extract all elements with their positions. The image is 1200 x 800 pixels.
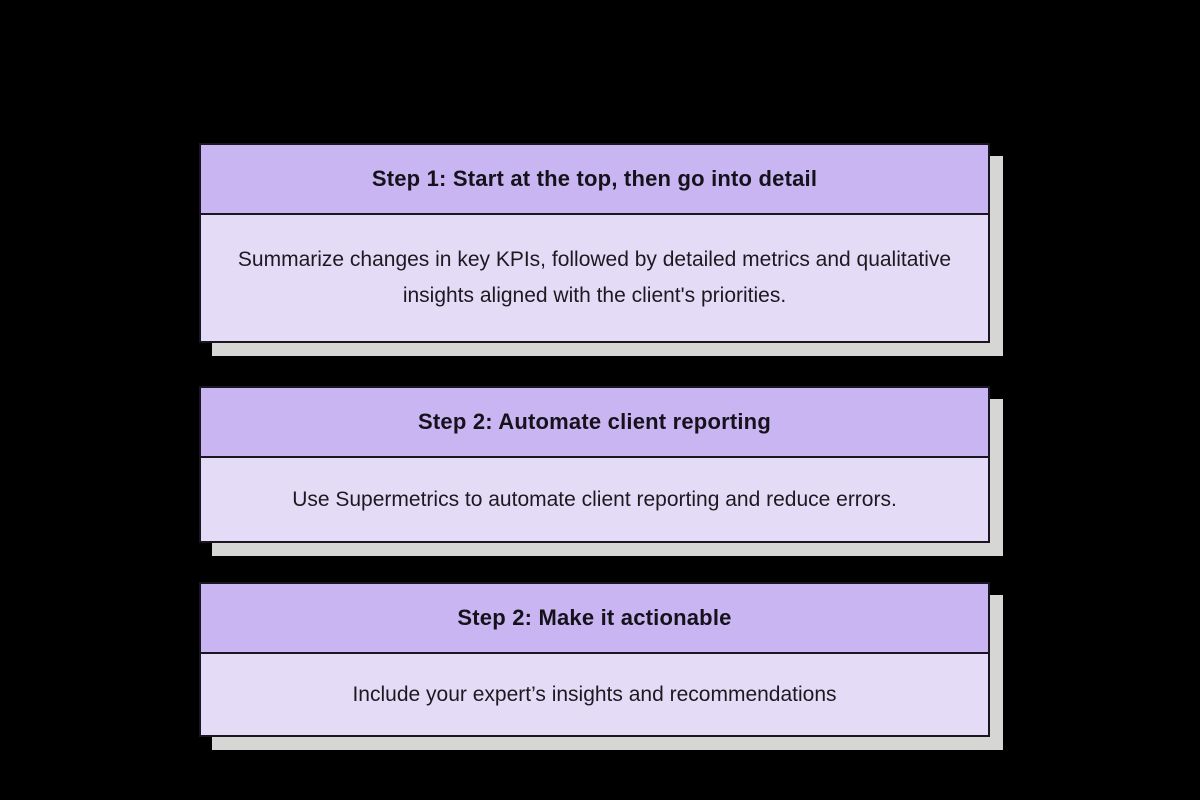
step-card-2-body: Use Supermetrics to automate client repo… [292, 487, 897, 511]
step-card-3: Step 2: Make it actionable Include your … [199, 582, 990, 737]
step-card-3-header: Step 2: Make it actionable [201, 584, 988, 654]
step-card-3-body: Include your expert’s insights and recom… [352, 682, 837, 706]
step-card-1-header: Step 1: Start at the top, then go into d… [201, 145, 988, 215]
step-card-2: Step 2: Automate client reporting Use Su… [199, 386, 990, 543]
step-card-1-body: Summarize changes in key KPIs, followed … [237, 248, 952, 307]
steps-diagram: Step 1: Start at the top, then go into d… [199, 143, 990, 737]
step-card-2-header: Step 2: Automate client reporting [201, 388, 988, 458]
step-card-1: Step 1: Start at the top, then go into d… [199, 143, 990, 343]
